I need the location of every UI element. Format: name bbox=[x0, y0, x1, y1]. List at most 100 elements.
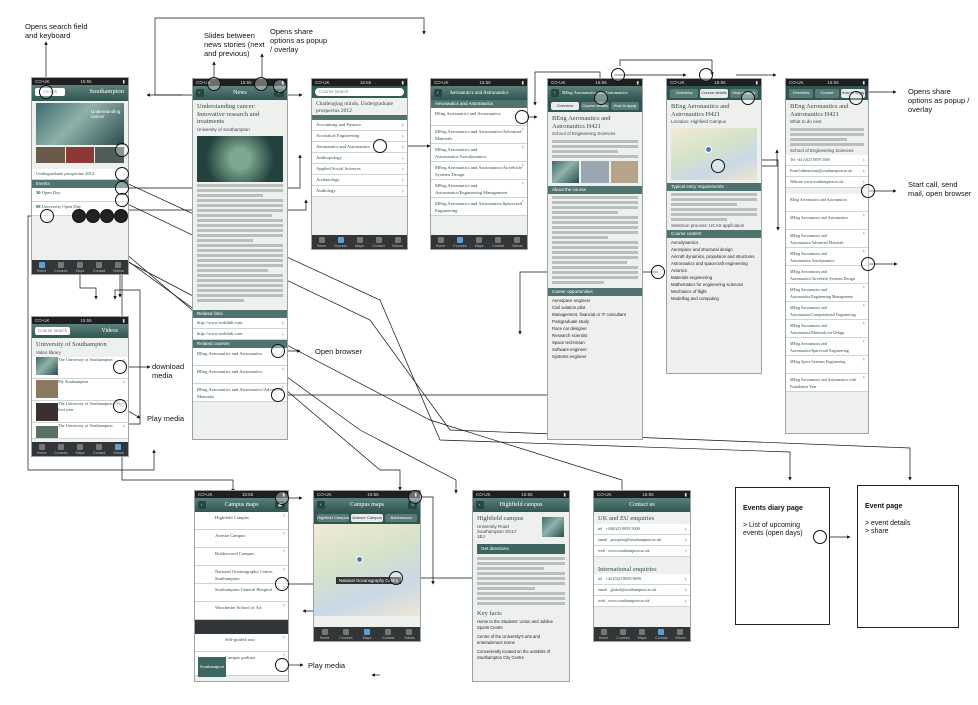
tab-videos[interactable]: Videos bbox=[109, 260, 128, 274]
campus-item[interactable]: Avenue Campus bbox=[195, 530, 288, 548]
tab-maps[interactable]: Maps bbox=[70, 442, 89, 456]
tab-courses[interactable]: Courses bbox=[331, 235, 350, 249]
tab-contact[interactable]: Contact bbox=[90, 260, 109, 274]
course-item[interactable]: Applied Social Sciences bbox=[312, 164, 407, 175]
thumb-2[interactable] bbox=[65, 147, 95, 163]
course-option[interactable]: MEng Aeronautics and Astronautics/Aerody… bbox=[431, 144, 527, 162]
course-item[interactable]: Audiology bbox=[312, 186, 407, 197]
seg-overview[interactable]: Overview bbox=[670, 89, 698, 98]
map-pin-label[interactable]: National Oceanography Centre bbox=[336, 577, 402, 584]
apply-course[interactable]: MEng Aeronautics and Astronautics/Aerody… bbox=[786, 248, 868, 266]
intl-web-row[interactable]: web www.southampton.ac.uk bbox=[594, 596, 690, 607]
tab-maps[interactable]: Maps bbox=[632, 627, 651, 641]
tab-home[interactable]: Home bbox=[314, 627, 335, 641]
tab-home[interactable]: Home bbox=[32, 260, 51, 274]
back-button[interactable]: ‹ bbox=[196, 89, 204, 97]
course-option[interactable]: BEng Aeronautics and Astronautics bbox=[431, 108, 527, 126]
seg-course-details[interactable]: Course details bbox=[581, 102, 609, 110]
course-item[interactable]: Accounting and Finance bbox=[312, 120, 407, 131]
apply-course[interactable]: MEng Aeronautics and Astronautics/Spacec… bbox=[786, 338, 868, 356]
seg-how-to-apply[interactable]: How to apply bbox=[611, 102, 639, 110]
video-thumb-4[interactable] bbox=[36, 426, 58, 438]
tab-courses[interactable]: Courses bbox=[51, 260, 70, 274]
course-item[interactable]: Archaeology bbox=[312, 175, 407, 186]
tab-home[interactable]: Home bbox=[431, 235, 450, 249]
back-button[interactable]: ‹ bbox=[476, 501, 484, 509]
apply-course[interactable]: MEng Aeronautics and Astronautics/Materi… bbox=[786, 320, 868, 338]
seg-course-details[interactable]: Course details bbox=[815, 89, 839, 103]
uk-web-row[interactable]: web www.southampton.ac.uk bbox=[594, 545, 690, 557]
tab-home[interactable]: Home bbox=[594, 627, 613, 641]
hero-image[interactable]: Understanding cancer bbox=[36, 103, 124, 145]
course-item[interactable]: Anthropology bbox=[312, 153, 407, 164]
tab-videos[interactable]: Videos bbox=[671, 627, 690, 641]
tab-courses[interactable]: Courses bbox=[51, 442, 70, 456]
tab-videos[interactable]: Videos bbox=[109, 442, 128, 456]
course-option[interactable]: MEng Aeronautics and Astronautics/Spacec… bbox=[431, 198, 527, 216]
intl-email-row[interactable]: email global@southampton.ac.uk bbox=[594, 585, 690, 596]
related-course-2[interactable]: BEng Aeronautics and Astronautics bbox=[193, 365, 287, 384]
apply-web-row[interactable]: Website www.southampton.ac.uk bbox=[786, 177, 868, 188]
apply-email-row[interactable]: Email admissions@southampton.ac.uk bbox=[786, 166, 868, 177]
apply-course[interactable]: BEng Aeronautics and Astronautics bbox=[786, 194, 868, 212]
intl-tel-row[interactable]: tel +44 (0)23 8059 9699 bbox=[594, 574, 690, 585]
tab-videos[interactable]: Videos bbox=[508, 235, 527, 249]
apply-tel-row[interactable]: Tel +44 (0)23 8059 5000 bbox=[786, 155, 868, 166]
related-link-2[interactable]: http://www.weblink.com bbox=[193, 328, 287, 340]
tab-maps[interactable]: Maps bbox=[350, 235, 369, 249]
seg-boldrewood[interactable]: Boldrewood Campus bbox=[385, 514, 417, 528]
prospectus-row[interactable]: Undergraduate prospectus 2012 bbox=[32, 169, 128, 180]
apply-course[interactable]: MEng Aeronautics and Astronautics bbox=[786, 212, 868, 230]
apply-course[interactable]: MEng Aeronautics and Astronautics/Engine… bbox=[786, 284, 868, 302]
tab-maps[interactable]: Maps bbox=[469, 235, 488, 249]
tab-courses[interactable]: Courses bbox=[335, 627, 356, 641]
uk-tel-row[interactable]: tel +44(0)23 8059 5000 bbox=[594, 523, 690, 535]
campus-item[interactable]: Boldrewood Campus bbox=[195, 548, 288, 566]
course-option[interactable]: MEng Aeronautics and Astronautics/Airveh… bbox=[431, 162, 527, 180]
tab-contact[interactable]: Contact bbox=[652, 627, 671, 641]
back-button[interactable]: ‹ bbox=[551, 89, 559, 97]
thumb-1[interactable] bbox=[36, 147, 65, 163]
tab-videos[interactable]: Videos bbox=[388, 235, 407, 249]
course-item[interactable]: Acoustical Engineering bbox=[312, 131, 407, 142]
event-row-1[interactable]: 30 Open Day bbox=[32, 188, 128, 202]
seg-overview[interactable]: Overview bbox=[551, 102, 579, 110]
tab-courses[interactable]: Courses bbox=[613, 627, 632, 641]
tab-maps[interactable]: Maps bbox=[356, 627, 377, 641]
tab-contact[interactable]: Contact bbox=[378, 627, 399, 641]
seg-avenue[interactable]: Avenue Campus bbox=[351, 514, 383, 522]
tab-home[interactable]: Home bbox=[312, 235, 331, 249]
campus-item[interactable]: National Oceanography Centre, Southampto… bbox=[195, 566, 288, 584]
seg-highfield[interactable]: Highfield Campus bbox=[317, 514, 349, 522]
seg-overview[interactable]: Overview bbox=[789, 89, 813, 98]
tab-courses[interactable]: Courses bbox=[450, 235, 469, 249]
video-thumb-1[interactable] bbox=[36, 357, 58, 375]
back-button[interactable]: ‹ bbox=[198, 501, 206, 509]
tab-contact[interactable]: Contact bbox=[489, 235, 508, 249]
course-search-input[interactable]: Course search bbox=[315, 88, 404, 96]
apply-course[interactable]: MEng Aeronautics and Astronautics/Airveh… bbox=[786, 266, 868, 284]
seg-course-details[interactable]: Course details bbox=[700, 89, 728, 98]
campus-map[interactable] bbox=[314, 524, 420, 616]
video-thumb-3[interactable] bbox=[36, 403, 58, 421]
related-link-1[interactable]: http://www.weblink.com bbox=[193, 317, 287, 329]
course-option[interactable]: MEng Aeronautics and Astronautics/Advanc… bbox=[431, 126, 527, 144]
back-button[interactable]: ‹ bbox=[317, 501, 325, 509]
podcast-thumb[interactable]: Southampton bbox=[198, 657, 226, 677]
campus-item[interactable]: Winchester School of Art bbox=[195, 602, 288, 620]
tab-contact[interactable]: Contact bbox=[90, 442, 109, 456]
apply-course[interactable]: MEng Aeronautics and Astronautics with F… bbox=[786, 374, 868, 392]
self-guided-tour[interactable]: Self-guided tour bbox=[195, 634, 288, 652]
course-item[interactable]: Aeronautics and Astronautics bbox=[312, 142, 407, 153]
back-button[interactable]: ‹ bbox=[434, 89, 442, 97]
related-course-3[interactable]: BEng Aeronautics and Astronautics/Advanc… bbox=[193, 383, 287, 402]
course-option[interactable]: MEng Aeronautics and Astronautics/Engine… bbox=[431, 180, 527, 198]
tab-maps[interactable]: Maps bbox=[70, 260, 89, 274]
list-view-button[interactable]: ≡ bbox=[408, 501, 417, 509]
apply-course[interactable]: MEng Aeronautics and Astronautics/Advanc… bbox=[786, 230, 868, 248]
campus-item[interactable]: Highfield Campus bbox=[195, 512, 288, 530]
tab-home[interactable]: Home bbox=[32, 442, 51, 456]
campus-item[interactable]: Southampton General Hospital bbox=[195, 584, 288, 602]
apply-course[interactable]: MEng Aeronautics and Astronautics/Comput… bbox=[786, 302, 868, 320]
apply-course[interactable]: MEng Space Systems Engineering bbox=[786, 356, 868, 374]
